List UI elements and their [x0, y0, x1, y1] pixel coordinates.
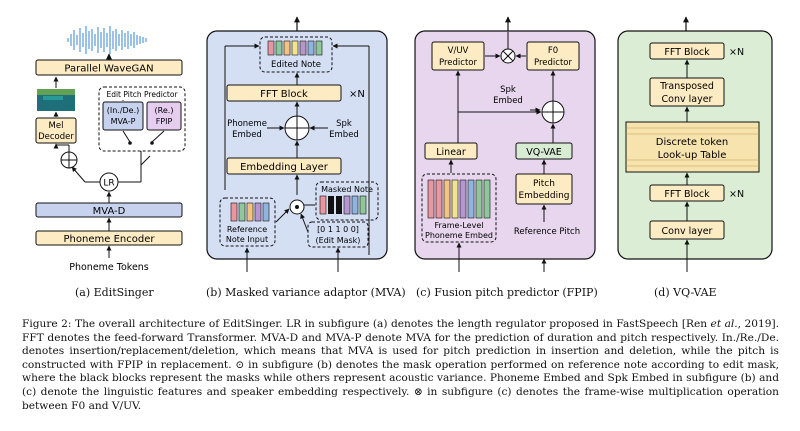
reference-note-bars	[230, 202, 270, 222]
subcaption-d: (d) VQ-VAE	[654, 286, 717, 299]
caption-et-al: et al.	[710, 318, 738, 330]
conv-layer-label: Conv layer	[662, 226, 713, 237]
subcaption-a: (a) EditSinger	[75, 286, 154, 299]
panel-a-editsinger: Parallel WaveGAN Mel Decoder Edit Pitch …	[35, 26, 186, 273]
fft-d-bottom-times-n: ×N	[729, 189, 744, 200]
edited-note-box	[259, 36, 333, 73]
mel-decoder-block	[35, 117, 77, 144]
mva-d-label: MVA-D	[93, 206, 126, 217]
fft-times-n-b: ×N	[349, 89, 365, 100]
fft-d-top-label: FFT Block	[664, 47, 710, 58]
parallel-wavegan-label: Parallel WaveGAN	[64, 64, 153, 75]
vq-vae-label: VQ-VAE	[526, 147, 562, 158]
spk-embed-c-line2: Embed	[493, 96, 523, 106]
edited-note-bars	[267, 40, 323, 56]
lr-label: LR	[103, 179, 114, 189]
edit-mask-line2: (Edit Mask)	[316, 236, 361, 245]
spk-embed-c-line1: Spk	[500, 85, 516, 95]
fft-block-d-bottom	[649, 184, 725, 202]
f0-line1: F0	[548, 46, 558, 56]
pitch-embedding-block	[515, 173, 573, 205]
linear-label: Linear	[436, 147, 466, 158]
reference-note-line1: Reference	[227, 225, 267, 234]
frame-level-bars	[427, 179, 491, 219]
frame-level-line2: Phoneme Embed	[425, 231, 493, 240]
mva-p-line1: (In./De.)	[107, 106, 140, 115]
fft-block-b	[226, 84, 342, 102]
vuv-line1: V/UV	[448, 46, 469, 56]
pitch-embedding-line2: Embedding	[518, 191, 569, 201]
frame-level-line1: Frame-Level	[435, 221, 484, 230]
caption-part-1: Figure 2: The overall architecture of Ed…	[22, 318, 711, 330]
mva-d-block	[35, 202, 183, 218]
reference-pitch-label: Reference Pitch	[514, 227, 580, 237]
phoneme-tokens-label: Phoneme Tokens	[69, 262, 149, 273]
subcaption-c: (c) Fusion pitch predictor (FPIP)	[416, 286, 598, 299]
masked-note-box	[315, 181, 379, 221]
panel-c-fpip: V/UV Predictor F0 Predictor Spk Embed Li…	[414, 16, 596, 272]
vuv-line2: Predictor	[439, 58, 477, 68]
lookup-table-block	[625, 121, 760, 173]
parallel-wavegan-block	[35, 59, 183, 76]
frame-level-phoneme-box	[421, 173, 497, 243]
f0-line2: Predictor	[534, 58, 572, 68]
phoneme-encoder-label: Phoneme Encoder	[64, 234, 156, 245]
phoneme-embed-b-line2: Embed	[232, 130, 262, 140]
masked-note-bars	[319, 195, 367, 215]
lookup-table-grid	[626, 127, 759, 167]
fpip-line2: FPIP	[156, 117, 173, 126]
reference-note-box	[219, 197, 276, 247]
conv-layer-block	[649, 220, 725, 240]
edit-mask-line1: [0 1 1 0 0]	[317, 225, 359, 234]
lookup-line1: Discrete token	[656, 137, 728, 148]
transposed-conv-block	[649, 77, 725, 107]
vuv-predictor-block	[431, 41, 485, 71]
lookup-line2: Look-up Table	[658, 150, 727, 161]
pitch-embedding-line1: Pitch	[533, 179, 555, 189]
mva-p-line2: MVA-P	[111, 117, 136, 126]
panel-b-mva: Edited Note FFT Block ×N Phoneme Embed S…	[206, 16, 388, 272]
mel-decoder-line1: Mel	[49, 121, 64, 131]
architecture-figure: Parallel WaveGAN Mel Decoder Edit Pitch …	[35, 16, 773, 273]
vq-vae-block	[515, 142, 573, 160]
mva-p-block	[102, 101, 144, 131]
mel-decoder-line2: Decoder	[38, 132, 74, 142]
reference-note-line2: Note Input	[226, 235, 268, 244]
fft-block-b-label: FFT Block	[260, 89, 308, 100]
transposed-conv-line2: Conv layer	[662, 94, 713, 105]
fft-block-d-top	[649, 42, 725, 60]
fft-d-top-times-n: ×N	[729, 47, 744, 58]
embedding-layer-block	[226, 157, 342, 175]
spk-embed-b-line2: Embed	[329, 130, 359, 140]
embedding-layer-label: Embedding Layer	[240, 162, 329, 173]
spk-embed-b-line1: Spk	[336, 119, 352, 129]
edit-pitch-predictor-box	[98, 86, 186, 152]
linear-block	[424, 142, 478, 160]
phoneme-embed-b-line1: Phoneme	[227, 119, 267, 129]
masked-note-label: Masked Note	[321, 185, 373, 194]
transposed-conv-line1: Transposed	[659, 81, 714, 92]
figure-caption: Figure 2: The overall architecture of Ed…	[22, 318, 779, 413]
phoneme-encoder-block	[35, 230, 183, 246]
fpip-block	[146, 101, 182, 131]
length-regulator	[99, 172, 119, 192]
edit-mask-box	[307, 221, 369, 248]
caption-part-2: , 2019]. FFT denotes the feed-forward Tr…	[22, 318, 779, 412]
waveform-icon	[67, 26, 147, 54]
fpip-line1: (Re.)	[155, 106, 174, 115]
panel-d-vqvae: FFT Block ×N Transposed Conv layer Discr…	[617, 16, 773, 272]
edited-note-label: Edited Note	[271, 60, 321, 70]
f0-predictor-block	[526, 41, 580, 71]
edit-pitch-predictor-label: Edit Pitch Predictor	[106, 90, 178, 99]
subcaption-b: (b) Masked variance adaptor (MVA)	[206, 286, 406, 299]
fft-d-bottom-label: FFT Block	[664, 189, 710, 200]
